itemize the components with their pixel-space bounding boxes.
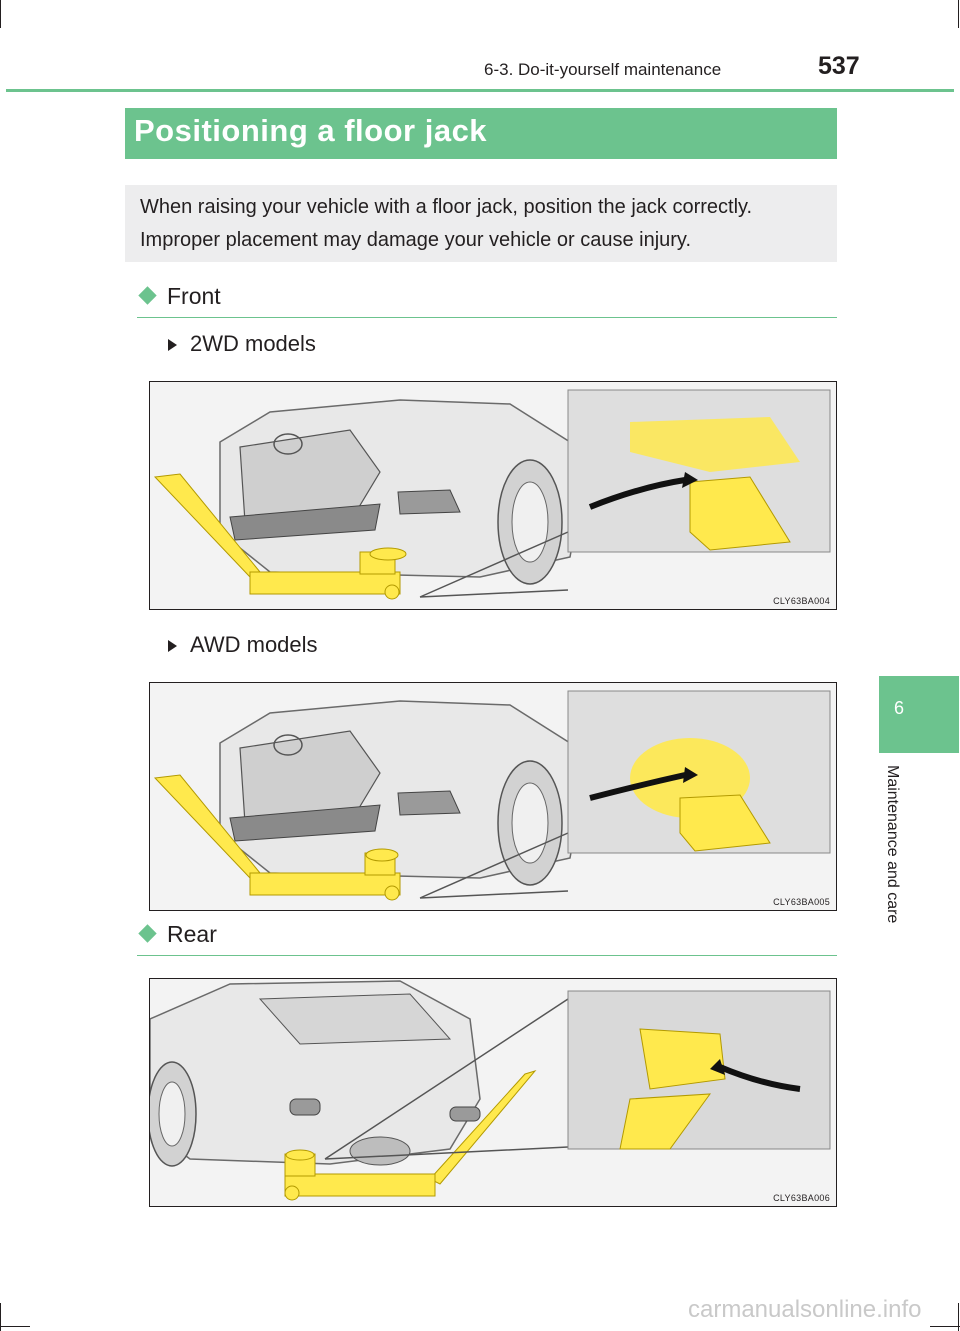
running-header: 6-3. Do-it-yourself maintenance	[484, 60, 722, 79]
section-heading-rear: Rear	[137, 921, 837, 956]
chapter-title: Maintenance and care	[884, 765, 901, 924]
front-jack-illustration	[153, 389, 831, 600]
crop-mark	[958, 0, 959, 28]
chapter-title-vertical: Maintenance and care	[883, 765, 913, 965]
diamond-bullet-icon	[138, 924, 157, 943]
figure-code: CLY63BA004	[773, 596, 830, 606]
figure-front-2wd: CLY63BA004	[149, 381, 837, 610]
page-title: Positioning a floor jack	[134, 113, 488, 148]
title-bar: Positioning a floor jack	[125, 108, 837, 159]
crop-mark	[958, 1303, 959, 1331]
subheading-awd-label: AWD models	[190, 632, 318, 657]
crop-mark	[0, 0, 1, 28]
header-rule	[6, 89, 954, 92]
section-label-front: Front	[167, 283, 221, 309]
figure-code: CLY63BA005	[773, 897, 830, 907]
crop-mark	[0, 1303, 1, 1331]
page-number: 537	[818, 52, 860, 80]
subheading-2wd-label: 2WD models	[190, 331, 316, 356]
intro-box: When raising your vehicle with a floor j…	[125, 185, 837, 262]
subheading-awd: AWD models	[168, 632, 318, 658]
diamond-bullet-icon	[138, 286, 157, 305]
crop-mark	[930, 1326, 960, 1327]
crop-mark	[0, 1326, 30, 1327]
front-awd-jack-illustration	[153, 690, 831, 901]
intro-text: When raising your vehicle with a floor j…	[140, 196, 753, 251]
section-label-rear: Rear	[167, 921, 217, 947]
watermark: carmanualsonline.info	[688, 1296, 922, 1323]
rear-jack-illustration	[150, 980, 831, 1201]
triangle-bullet-icon	[168, 640, 177, 653]
figure-front-awd: CLY63BA005	[149, 682, 837, 911]
figure-rear: CLY63BA006	[149, 978, 837, 1207]
figure-code: CLY63BA006	[773, 1193, 830, 1203]
chapter-number: 6	[893, 698, 904, 718]
chapter-tab: 6	[879, 676, 959, 753]
section-heading-front: Front	[137, 283, 837, 318]
subheading-2wd: 2WD models	[168, 331, 316, 357]
triangle-bullet-icon	[168, 339, 177, 352]
